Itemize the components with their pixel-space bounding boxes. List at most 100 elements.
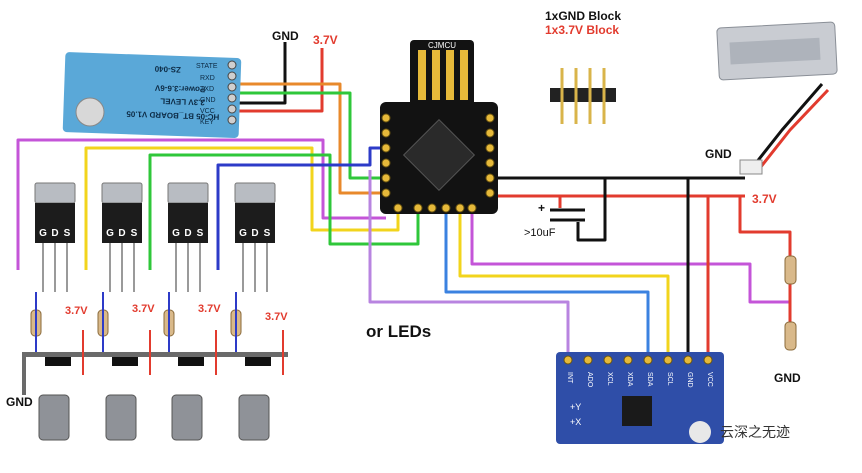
flyback-diode bbox=[245, 357, 271, 366]
flyback-diode bbox=[112, 357, 138, 366]
wire-bt-txd bbox=[237, 91, 386, 180]
imu-pin-label: XCL bbox=[606, 372, 613, 386]
bt-pin-state: STATE bbox=[196, 63, 218, 70]
mosfet-body bbox=[168, 203, 208, 243]
imu-pin-pad bbox=[603, 355, 613, 365]
wire-gate-3 bbox=[148, 153, 420, 270]
watermark-text: 云深之无迹 bbox=[720, 424, 790, 440]
battery-gnd-label: GND bbox=[705, 147, 732, 161]
ground-bar bbox=[22, 352, 288, 357]
mosfet-pin-label: G bbox=[39, 228, 47, 239]
flyback-diode bbox=[45, 357, 71, 366]
bt-line3: Power:3.6-6V bbox=[154, 83, 205, 94]
flyback-diode bbox=[178, 357, 204, 366]
mosfet-pin-label: S bbox=[131, 228, 138, 239]
mosfet-tab bbox=[167, 182, 209, 204]
imu-pin-label: INT bbox=[566, 372, 573, 384]
bt-pin-vcc: VCC bbox=[200, 108, 215, 115]
battery-37-label: 3.7V bbox=[752, 192, 777, 206]
wires bbox=[16, 42, 830, 355]
v37-top-label: 3.7V bbox=[313, 33, 338, 47]
bt-line4: ZS-040 bbox=[154, 64, 181, 74]
mosfet-pin-label: S bbox=[264, 228, 271, 239]
mosfet-pin-label: G bbox=[172, 228, 180, 239]
mcu-board: CJMCU bbox=[380, 40, 498, 214]
imu-axis-y: +Y bbox=[570, 402, 581, 412]
mosfet-body bbox=[102, 203, 142, 243]
motor bbox=[238, 394, 270, 441]
imu-pin-pad bbox=[663, 355, 673, 365]
motor-37-label: 3.7V bbox=[65, 305, 88, 317]
mosfet-pin-label: G bbox=[106, 228, 114, 239]
cap-label: >10uF bbox=[524, 227, 556, 239]
mcu-chip bbox=[402, 118, 476, 192]
wire-gate-2 bbox=[84, 146, 400, 270]
or-leds-label: or LEDs bbox=[366, 322, 431, 341]
wire-gate-4 bbox=[216, 146, 386, 270]
wire-imu-int bbox=[470, 208, 790, 304]
battery-connector bbox=[739, 159, 763, 175]
capacitor bbox=[550, 208, 585, 222]
mosfet-pin-label: S bbox=[64, 228, 71, 239]
motor-37-label: 3.7V bbox=[132, 303, 155, 315]
imu-pin-pad bbox=[623, 355, 633, 365]
drivers bbox=[22, 352, 288, 395]
block-37-label: 1x3.7V Block bbox=[545, 23, 619, 37]
motor-37-label: 3.7V bbox=[265, 311, 288, 323]
mosfet-pin-label: D bbox=[51, 228, 58, 239]
motor bbox=[105, 394, 137, 441]
wire-batt-black bbox=[750, 83, 824, 169]
divider-resistors bbox=[784, 255, 797, 351]
imu-pin-label: XDA bbox=[626, 372, 633, 387]
wire-batt-red bbox=[758, 88, 830, 169]
gnd-bottom-left: GND bbox=[6, 395, 33, 409]
mosfet-pin-label: D bbox=[118, 228, 125, 239]
mosfet-tab bbox=[234, 182, 276, 204]
wire-bt-gnd bbox=[237, 42, 287, 105]
wire-bt-rxd bbox=[237, 82, 386, 195]
imu-pin-label: SDA bbox=[646, 372, 653, 387]
wire-divider bbox=[738, 196, 792, 345]
imu-chip bbox=[622, 396, 652, 426]
mosfet-body bbox=[35, 203, 75, 243]
wire-gate-1 bbox=[16, 138, 386, 270]
imu-axis-x: +X bbox=[570, 417, 581, 427]
mosfet-body bbox=[235, 203, 275, 243]
bt-board bbox=[62, 52, 242, 138]
bt-pin-gnd: GND bbox=[200, 97, 216, 104]
imu-pin-label: VCC bbox=[706, 372, 713, 387]
motor bbox=[171, 394, 203, 441]
mosfet-pin-label: G bbox=[239, 228, 247, 239]
wire-leds bbox=[368, 170, 570, 355]
mosfet-pin-label: D bbox=[251, 228, 258, 239]
bt-pin-key: KEY bbox=[200, 119, 214, 126]
gnd-top-label: GND bbox=[272, 29, 299, 43]
pin-header bbox=[550, 68, 616, 124]
imu-pin-pad bbox=[703, 355, 713, 365]
mosfet-pin-label: D bbox=[184, 228, 191, 239]
wire-bt-37 bbox=[237, 48, 324, 113]
mosfet-pin-label: S bbox=[197, 228, 204, 239]
gnd-bottom-right: GND bbox=[774, 371, 801, 385]
battery bbox=[716, 21, 838, 175]
watermark: 云深之无迹 bbox=[689, 421, 790, 443]
bt-module: HC-05 BT_BOARD V1.05 3.3V LEVEL Power:3.… bbox=[62, 52, 242, 138]
mcu-name: CJMCU bbox=[428, 41, 456, 50]
imu-pin-pad bbox=[643, 355, 653, 365]
imu-pin-pad bbox=[583, 355, 593, 365]
block-gnd-label: 1xGND Block bbox=[545, 9, 621, 23]
mosfet-tab bbox=[101, 182, 143, 204]
bt-pin-txd: TXD bbox=[200, 86, 214, 93]
imu-pin-label: ADO bbox=[586, 372, 593, 388]
bt-line1: HC-05 BT_BOARD V1.05 bbox=[126, 109, 220, 121]
bt-pin-rxd: RXD bbox=[200, 75, 215, 82]
motor-37-label: 3.7V bbox=[198, 303, 221, 315]
wire-imu-scl bbox=[458, 208, 670, 355]
